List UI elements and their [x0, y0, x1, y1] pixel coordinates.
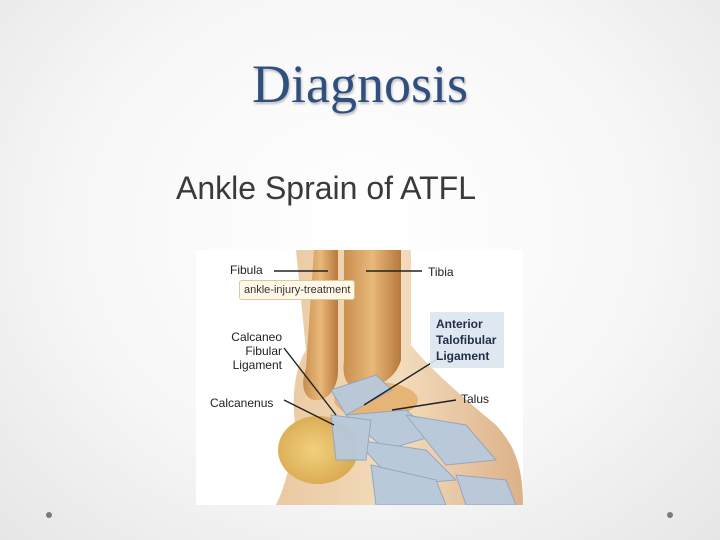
slide-subtitle: Ankle Sprain of ATFL	[176, 170, 476, 206]
atfl-label-background	[430, 312, 504, 368]
label-atfl-line3: Ligament	[436, 349, 490, 363]
bottom-left-dot	[46, 512, 52, 518]
label-fibula: Fibula	[230, 263, 263, 277]
label-calcaneo-line1: Calcaneo	[231, 330, 282, 344]
leader-lines	[274, 270, 457, 426]
ligaments	[330, 374, 517, 505]
label-talus: Talus	[461, 392, 490, 406]
ankle-anatomy-figure: ankle-injury-treatment Fibula Tibia Calc…	[196, 250, 523, 505]
ankle-illustration	[274, 250, 523, 505]
label-atfl-line1: Anterior	[436, 317, 483, 331]
image-watermark: ankle-injury-treatment	[239, 280, 356, 300]
slide-title: Diagnosis	[252, 54, 468, 114]
tibia-bone	[343, 250, 401, 389]
label-calcanenus: Calcanenus	[210, 396, 274, 410]
bottom-right-dot	[667, 512, 673, 518]
label-calcaneo-line2: Fibular	[245, 344, 282, 358]
label-anterior-talofibular-ligament: Anterior Talofibular Ligament	[436, 316, 506, 364]
label-calcaneo-line3: Ligament	[232, 358, 282, 372]
label-atfl-line2: Talofibular	[436, 333, 497, 347]
label-calcaneo-fibular-ligament: Calcaneo Fibular Ligament	[226, 330, 282, 372]
label-tibia: Tibia	[428, 265, 454, 279]
